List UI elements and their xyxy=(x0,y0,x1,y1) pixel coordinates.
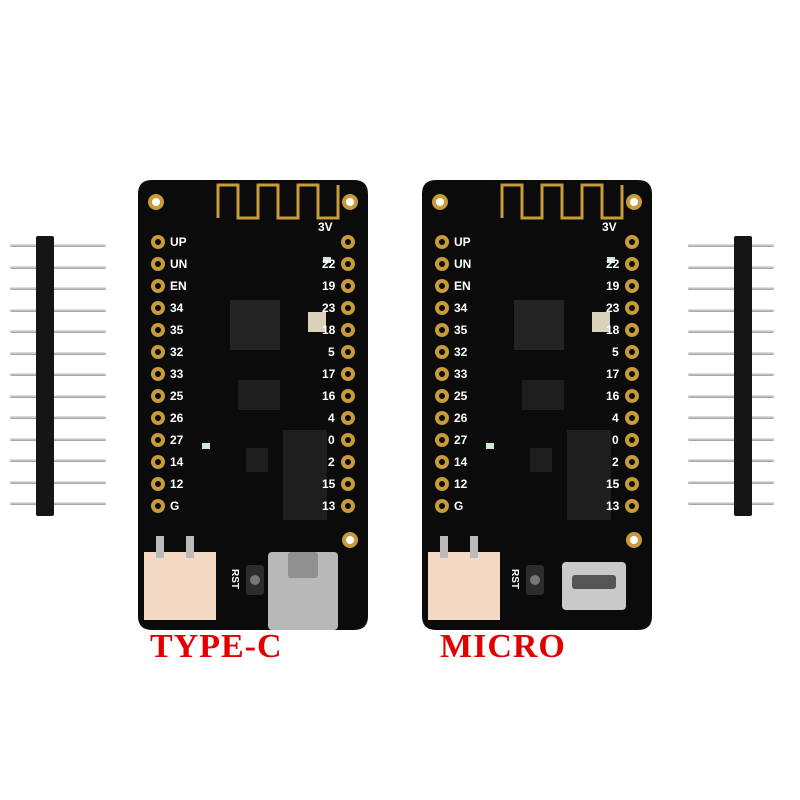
header-pin xyxy=(688,244,774,247)
header-pin xyxy=(688,287,774,290)
pin-label-right: 0 xyxy=(328,433,335,447)
board-micro: UP UN EN 34 35 32 33 25 26 27 14 12 G 3V… xyxy=(422,180,652,630)
board-type-c-graphic xyxy=(138,180,368,630)
pin-label-left: 14 xyxy=(454,455,468,469)
pin-label-right: 3V xyxy=(318,220,333,234)
pin-label-left: 35 xyxy=(170,323,184,337)
header-pin xyxy=(10,416,106,419)
pin-label-left: 32 xyxy=(454,345,468,359)
pin-label-left: 27 xyxy=(454,433,468,447)
pin-label-right: 2 xyxy=(612,455,619,469)
pin-label-right: 22 xyxy=(606,257,620,271)
pin-label-left: G xyxy=(454,499,464,513)
pin-label-left: UN xyxy=(454,257,472,271)
header-pin xyxy=(688,351,774,355)
pin-label-left: G xyxy=(170,499,180,513)
header-pin xyxy=(10,437,106,441)
pin-label-left: 32 xyxy=(170,345,184,359)
header-pin xyxy=(688,459,774,462)
header-pin xyxy=(10,373,106,376)
pin-label-right: 19 xyxy=(322,279,336,293)
variant-label-type-c: TYPE-C xyxy=(150,628,283,665)
pin-label-right: 15 xyxy=(606,477,620,491)
header-pin xyxy=(10,502,106,505)
pin-label-right: 5 xyxy=(328,345,335,359)
board-type-c: UP UN EN 34 35 32 33 25 26 27 14 12 G 3V… xyxy=(138,180,368,630)
pin-label-left: EN xyxy=(454,279,471,293)
pin-label-left: 35 xyxy=(454,323,468,337)
pin-label-right: 4 xyxy=(612,411,619,425)
header-pin xyxy=(688,416,774,419)
header-pin xyxy=(688,394,774,398)
pin-label-right: 17 xyxy=(322,367,336,381)
header-pin xyxy=(10,330,106,333)
pin-label-right: 19 xyxy=(606,279,620,293)
pin-label-right: 15 xyxy=(322,477,336,491)
pin-label-right: 13 xyxy=(322,499,336,513)
left-pin-header xyxy=(10,236,116,521)
header-pin xyxy=(10,244,106,247)
antenna-trace xyxy=(500,183,624,220)
pin-label-right: 17 xyxy=(606,367,620,381)
pin-label-right: 0 xyxy=(612,433,619,447)
reset-label: RST xyxy=(229,569,240,589)
pin-label-right: 23 xyxy=(606,301,620,315)
pin-label-right: 13 xyxy=(606,499,620,513)
pin-label-right: 3V xyxy=(602,220,617,234)
pin-label-left: UN xyxy=(170,257,188,271)
pin-label-left: 25 xyxy=(170,389,184,403)
pin-label-right: 16 xyxy=(606,389,620,403)
pin-label-left: 14 xyxy=(170,455,184,469)
header-plastic-bar xyxy=(36,236,54,516)
header-pin xyxy=(688,373,774,376)
pin-label-right: 18 xyxy=(606,323,620,337)
pin-label-right: 18 xyxy=(322,323,336,337)
header-pin xyxy=(10,480,106,484)
header-pin xyxy=(10,459,106,462)
pin-label-left: 34 xyxy=(170,301,184,315)
header-pin xyxy=(688,437,774,441)
header-pin xyxy=(10,308,106,312)
header-pin xyxy=(688,330,774,333)
pin-label-left: 34 xyxy=(454,301,468,315)
header-pin xyxy=(688,502,774,505)
right-pin-header xyxy=(688,236,774,521)
pin-label-left: 33 xyxy=(170,367,184,381)
pin-label-right: 4 xyxy=(328,411,335,425)
pin-label-right: 22 xyxy=(322,257,336,271)
pin-label-left: UP xyxy=(170,235,187,249)
pin-label-left: UP xyxy=(454,235,471,249)
pin-label-left: 12 xyxy=(454,477,468,491)
pin-label-right: 5 xyxy=(612,345,619,359)
pin-label-left: EN xyxy=(170,279,187,293)
pin-label-right: 16 xyxy=(322,389,336,403)
pin-label-right: 23 xyxy=(322,301,336,315)
pin-label-left: 27 xyxy=(170,433,184,447)
pin-label-left: 25 xyxy=(454,389,468,403)
header-pin xyxy=(10,265,106,269)
header-pin xyxy=(10,287,106,290)
pin-label-right: 2 xyxy=(328,455,335,469)
pin-label-left: 33 xyxy=(454,367,468,381)
header-pin xyxy=(10,394,106,398)
header-plastic-bar xyxy=(734,236,752,516)
header-pin xyxy=(688,308,774,312)
board-micro-graphic xyxy=(422,180,652,630)
antenna-trace xyxy=(216,183,340,220)
pin-label-left: 12 xyxy=(170,477,184,491)
header-pin xyxy=(688,265,774,269)
pin-label-left: 26 xyxy=(170,411,184,425)
header-pin xyxy=(688,480,774,484)
pin-label-left: 26 xyxy=(454,411,468,425)
variant-label-micro: MICRO xyxy=(440,628,566,665)
header-pin xyxy=(10,351,106,355)
reset-label: RST xyxy=(509,569,520,589)
